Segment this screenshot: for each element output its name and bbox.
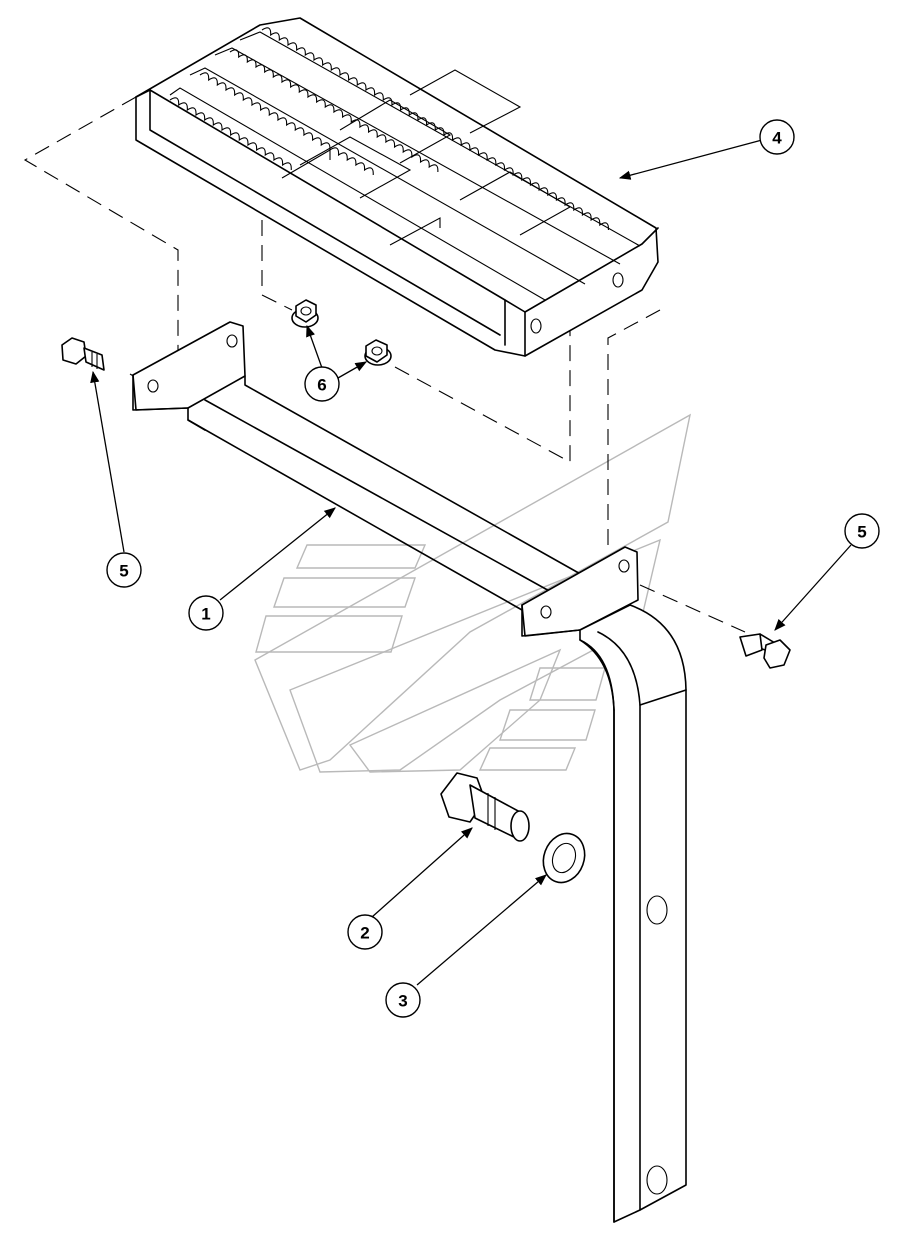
callout-5-left: 5: [106, 552, 142, 588]
callout-5-left-label: 5: [119, 562, 128, 581]
bracket: [132, 321, 687, 1223]
callout-3-label: 3: [398, 992, 407, 1011]
callout-2: 2: [347, 914, 383, 950]
small-bolt-left: [61, 337, 105, 371]
callout-4-label: 4: [772, 129, 782, 148]
step-tread: [135, 17, 659, 357]
callout-6: 6: [304, 366, 340, 402]
watermark-logo: [254, 413, 691, 773]
flange-nut-2: [364, 339, 392, 366]
leader-lines: [90, 139, 852, 986]
callout-5-right: 5: [844, 513, 880, 549]
small-bolt-right: [739, 633, 791, 669]
callout-2-label: 2: [360, 924, 369, 943]
callout-1: 1: [188, 595, 224, 631]
callout-5-right-label: 5: [857, 523, 866, 542]
callout-6-label: 6: [317, 376, 326, 395]
callout-4: 4: [759, 119, 795, 155]
flange-nut-1: [291, 299, 319, 328]
washer: [542, 832, 586, 884]
callout-1-label: 1: [201, 605, 210, 624]
large-bolt: [440, 772, 530, 842]
callout-3: 3: [385, 982, 421, 1018]
